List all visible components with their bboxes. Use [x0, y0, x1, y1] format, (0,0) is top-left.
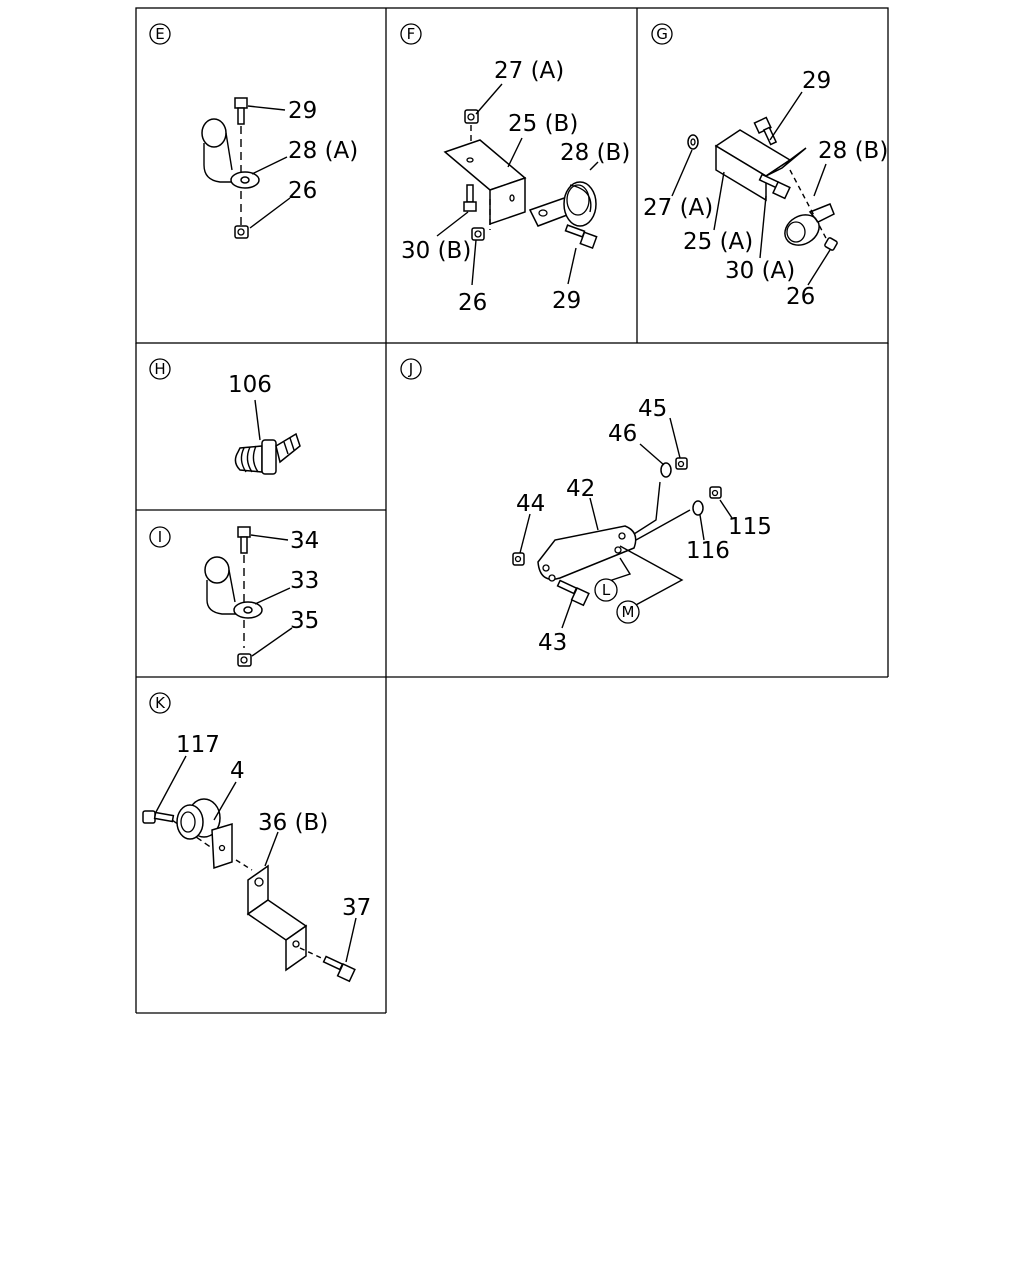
nut-115-part [709, 486, 722, 499]
svg-text:M: M [622, 603, 635, 621]
panel-g: G 29 [643, 23, 888, 310]
label-k-37: 37 [342, 895, 371, 921]
callout-m: M [616, 600, 640, 624]
bracket-25a-part [714, 129, 807, 202]
panel-j-tag: J [400, 358, 422, 380]
panel-i-tag: I [149, 526, 171, 548]
bracket-42-part [537, 525, 637, 582]
label-j-116: 116 [686, 538, 730, 564]
label-g-28b: 28 (B) [818, 138, 888, 164]
svg-text:E: E [155, 25, 164, 43]
panel-i: I 34 33 35 [149, 526, 319, 667]
panel-h: H 106 [149, 358, 301, 475]
label-f-30b: 30 (B) [401, 238, 471, 264]
nut-27a-g-part [687, 134, 699, 150]
bolt-29f-part [564, 224, 598, 249]
panel-j: J [400, 358, 772, 656]
svg-text:K: K [155, 694, 166, 712]
panel-e: E 29 28 (A) 26 [149, 23, 358, 239]
nut-35-part [237, 653, 252, 667]
nut-26-part [234, 225, 249, 239]
bolt-43-part [556, 579, 590, 607]
label-g-25a: 25 (A) [683, 229, 753, 255]
bracket-36b-part [246, 864, 308, 972]
bolt-29-part [234, 97, 248, 125]
nut-27a-part [464, 109, 479, 124]
svg-text:I: I [158, 528, 162, 546]
washer-46-part [660, 462, 672, 478]
svg-text:J: J [408, 360, 413, 378]
connector-106-part [234, 432, 301, 475]
label-h-106: 106 [228, 372, 272, 398]
svg-text:F: F [407, 25, 416, 43]
bolt-30b-part [463, 184, 477, 212]
nut-26g-part [824, 237, 838, 251]
bracket-25b-part [443, 139, 527, 226]
label-j-44: 44 [516, 491, 545, 517]
clip-4-part [176, 798, 233, 870]
nut-44-part [512, 552, 525, 566]
bolt-30a-part [758, 173, 791, 200]
washer-116-part [692, 500, 704, 516]
callout-l: L [594, 578, 618, 602]
label-e-26: 26 [288, 178, 317, 204]
label-g-29: 29 [802, 68, 831, 94]
panel-k: K 117 4 36 [142, 692, 371, 983]
panel-g-tag: G [651, 23, 673, 45]
panel-f-tag: F [400, 23, 422, 45]
label-f-25b: 25 (B) [508, 111, 578, 137]
label-e-29: 29 [288, 98, 317, 124]
svg-text:L: L [602, 581, 611, 599]
label-k-117: 117 [176, 732, 220, 758]
label-i-34: 34 [290, 528, 319, 554]
label-f-26: 26 [458, 290, 487, 316]
panel-f: F [400, 23, 630, 316]
panel-h-tag: H [149, 358, 171, 380]
label-g-30a: 30 (A) [725, 258, 795, 284]
label-g-27a: 27 (A) [643, 195, 713, 221]
label-f-27a: 27 (A) [494, 58, 564, 84]
nut-45-part [675, 457, 688, 470]
label-g-26: 26 [786, 284, 815, 310]
label-j-45: 45 [638, 396, 667, 422]
panel-k-tag: K [149, 692, 171, 714]
label-j-115: 115 [728, 514, 772, 540]
nut-26f-part [471, 227, 485, 241]
label-j-43: 43 [538, 630, 567, 656]
label-f-28b: 28 (B) [560, 140, 630, 166]
label-f-29: 29 [552, 288, 581, 314]
bolt-29g-part [753, 116, 778, 146]
bolt-37-part [322, 955, 356, 983]
label-e-28a: 28 (A) [288, 138, 358, 164]
clamp-28b-g-part [784, 203, 835, 246]
label-k-4: 4 [230, 758, 245, 784]
label-i-35: 35 [290, 608, 319, 634]
panel-e-tag: E [149, 23, 171, 45]
clip-33-part [204, 556, 263, 619]
label-j-46: 46 [608, 421, 637, 447]
clip-28a-part [201, 118, 260, 189]
svg-text:G: G [656, 25, 668, 43]
panel-grid [135, 7, 889, 1014]
bolt-117-part [142, 810, 175, 824]
label-j-42: 42 [566, 476, 595, 502]
clamp-28b-part [528, 181, 597, 227]
label-i-33: 33 [290, 568, 319, 594]
label-k-36b: 36 (B) [258, 810, 328, 836]
svg-text:H: H [154, 360, 165, 378]
bolt-34-part [237, 526, 251, 554]
